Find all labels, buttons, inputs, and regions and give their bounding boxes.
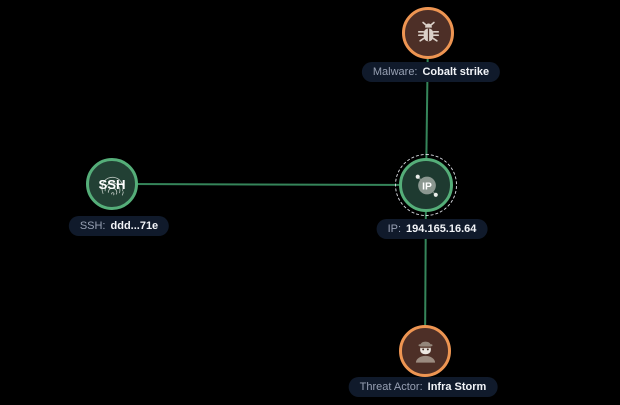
node-ssh[interactable]: SSH — [86, 158, 138, 210]
label-key: IP: — [387, 223, 402, 235]
node-threat-actor[interactable] — [399, 325, 451, 377]
label-value: Infra Storm — [427, 381, 487, 393]
node-label-malware[interactable]: Malware: Cobalt strike — [361, 62, 501, 82]
ssh-icon-text: SSH — [98, 177, 125, 192]
label-value: ddd...71e — [110, 220, 159, 232]
ip-icon-text: IP — [422, 181, 432, 192]
node-label-threat-actor[interactable]: Threat Actor: Infra Storm — [348, 377, 498, 397]
node-ip[interactable]: IP — [395, 154, 457, 216]
label-key: SSH: — [79, 220, 106, 232]
bug-icon — [415, 20, 442, 47]
edge-ssh-ip[interactable] — [111, 183, 427, 186]
node-label-ssh[interactable]: SSH: ddd...71e — [68, 216, 170, 236]
label-key: Malware: — [372, 66, 418, 78]
ip-address-icon: IP — [410, 169, 443, 202]
label-key: Threat Actor: — [359, 381, 423, 393]
label-value: 194.165.16.64 — [406, 223, 477, 235]
label-value: Cobalt strike — [422, 66, 490, 78]
node-malware[interactable] — [402, 7, 454, 59]
threat-actor-icon — [410, 336, 441, 367]
fingerprint-icon: SSH — [93, 165, 131, 203]
node-label-ip[interactable]: IP: 194.165.16.64 — [376, 219, 488, 239]
